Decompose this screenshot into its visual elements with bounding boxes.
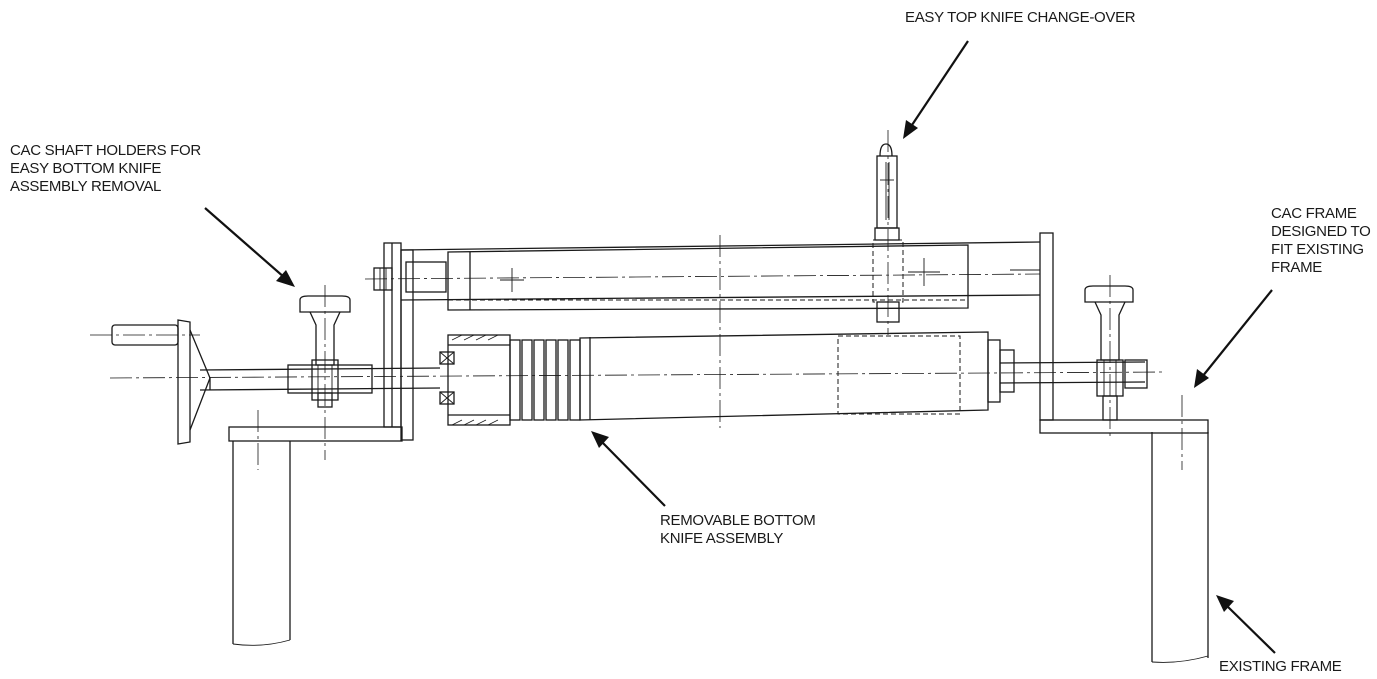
bottom-knife-roll <box>439 235 1015 428</box>
arrow-bottom-knife <box>591 431 666 507</box>
arrow-existing-frame <box>1216 595 1276 654</box>
label-line: KNIFE ASSEMBLY <box>660 530 784 547</box>
right-shaft-holder <box>1084 275 1134 440</box>
label-line: DESIGNED TO <box>1271 223 1371 240</box>
existing-frame-left-post <box>232 410 291 646</box>
top-knife-changer <box>872 130 904 335</box>
arrow-cac-frame <box>1194 289 1273 388</box>
bottom-knife-shaft <box>109 359 1166 391</box>
label-line: REMOVABLE BOTTOM <box>660 512 816 529</box>
label-cac-frame: CAC FRAME DESIGNED TO FIT EXISTING FRAME <box>1271 205 1371 277</box>
label-line: EASY BOTTOM KNIFE <box>10 160 162 177</box>
knife-discs <box>509 339 581 421</box>
top-knife-beam <box>364 241 1041 311</box>
label-line: CAC SHAFT HOLDERS FOR <box>10 142 201 159</box>
existing-frame-right-post <box>1151 395 1209 663</box>
hand-wheel <box>90 319 211 445</box>
label-line: EXISTING FRAME <box>1219 658 1342 675</box>
left-shaft-holder <box>287 285 373 460</box>
cac-frame-left-bracket <box>228 242 414 442</box>
label-shaft-holders: CAC SHAFT HOLDERS FOR EASY BOTTOM KNIFE … <box>10 142 201 196</box>
label-line: CAC FRAME <box>1271 205 1357 222</box>
label-line: FIT EXISTING <box>1271 241 1364 258</box>
label-line: EASY TOP KNIFE CHANGE-OVER <box>905 9 1136 26</box>
label-line: FRAME <box>1271 259 1323 276</box>
label-removable-bottom-knife: REMOVABLE BOTTOM KNIFE ASSEMBLY <box>660 512 816 548</box>
label-existing-frame: EXISTING FRAME <box>1219 658 1342 676</box>
arrow-top-knife <box>903 40 969 139</box>
cac-frame-right-bracket <box>1039 232 1209 434</box>
label-line: ASSEMBLY REMOVAL <box>10 178 162 195</box>
label-top-knife-change-over: EASY TOP KNIFE CHANGE-OVER <box>905 9 1136 27</box>
arrow-shaft-holders <box>204 207 295 287</box>
